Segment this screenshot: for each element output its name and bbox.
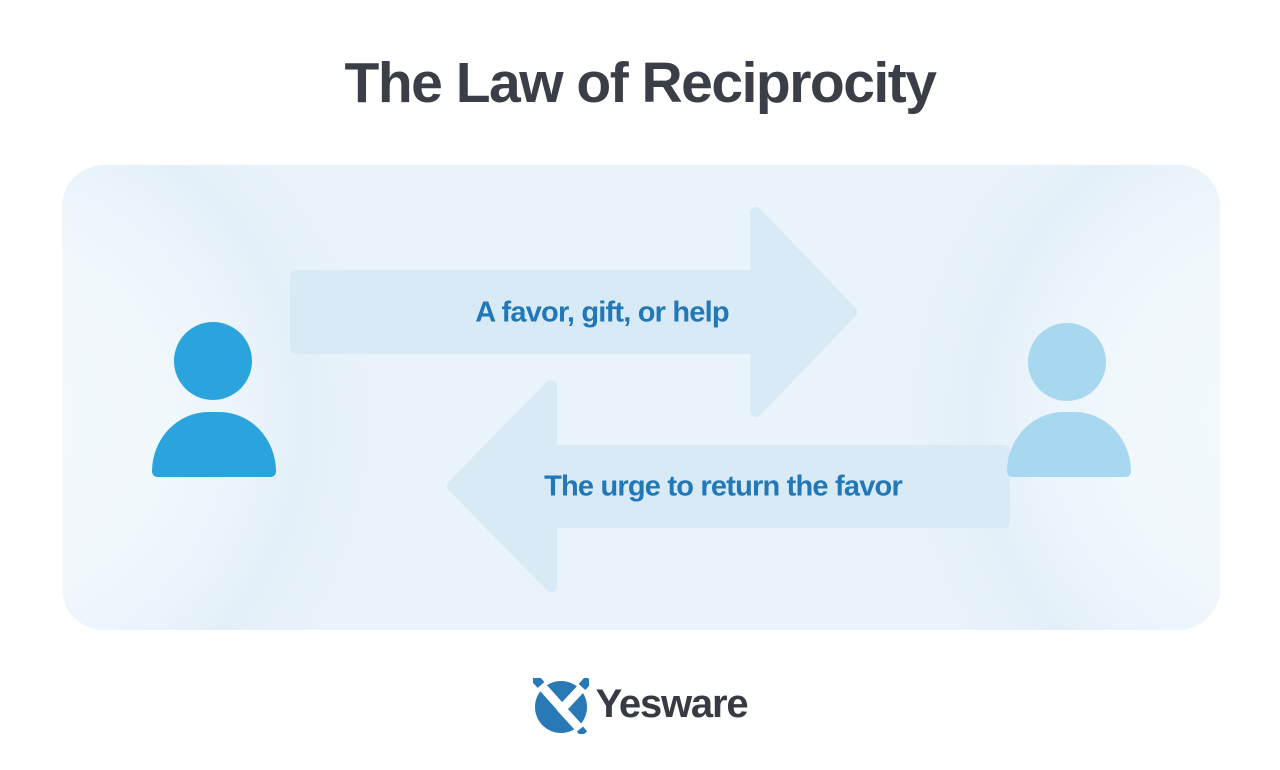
person-head (174, 322, 252, 400)
page-title: The Law of Reciprocity (344, 51, 937, 115)
forward-arrow-label: A favor, gift, or help (475, 296, 729, 329)
return-arrow-label: The urge to return the favor (544, 470, 903, 503)
person-head (1028, 323, 1106, 401)
reciprocity-arrows (290, 207, 1010, 592)
diagram-panel: A favor, gift, or help The urge to retur… (62, 165, 1220, 630)
yesware-wordmark: Yesware (595, 682, 749, 726)
yesware-y-icon (532, 678, 589, 734)
arrow-left-icon (447, 380, 1010, 592)
yesware-logo: Yesware (0, 675, 1280, 737)
arrow-right-icon (290, 207, 857, 417)
